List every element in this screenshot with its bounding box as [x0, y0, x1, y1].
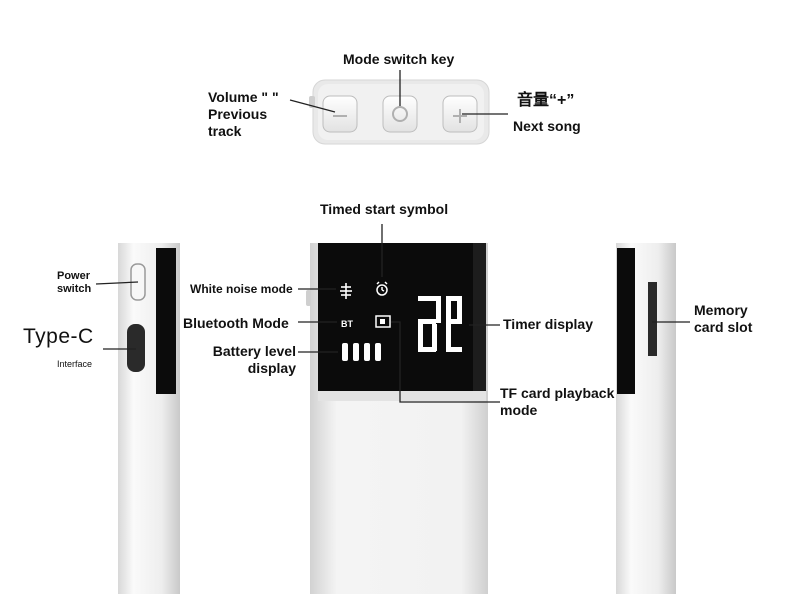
timer-digits [418, 296, 462, 352]
alarm-clock-icon [376, 281, 388, 296]
type-c-label: Type-C [23, 325, 94, 348]
previous-track-label-line2: track [208, 123, 242, 139]
battery-level-label-line1: Battery level [212, 343, 296, 359]
timed-start-symbol-label: Timed start symbol [320, 201, 449, 217]
battery-level-bars [342, 343, 381, 361]
right-side-view [616, 243, 676, 594]
next-song-label: Next song [513, 118, 581, 134]
mode-switch-key-label: Mode switch key [343, 51, 455, 67]
white-noise-icon [340, 283, 352, 299]
minus-button[interactable] [322, 95, 358, 133]
memory-card-label-line2: card slot [694, 319, 753, 335]
timer-display-label: Timer display [503, 316, 594, 332]
left-side-view [118, 243, 180, 594]
power-switch-label-line2: switch [57, 283, 92, 295]
previous-track-label-line1: Previous [208, 106, 268, 122]
leader-lines [95, 70, 690, 403]
white-noise-mode-label: White noise mode [190, 282, 293, 296]
button-panel [309, 79, 490, 145]
type-c-port [127, 324, 145, 372]
bluetooth-text: BT [341, 319, 353, 329]
volume-plus-label: 音量“+” [517, 92, 575, 109]
tf-card-label-line1: TF card playback [500, 385, 615, 401]
power-switch-label-line1: Power [57, 270, 91, 282]
tf-card-icon [375, 315, 391, 328]
tf-card-label-line2: mode [500, 402, 538, 418]
bluetooth-mode-label: Bluetooth Mode [183, 315, 289, 331]
volume-minus-label: Volume " " [208, 89, 279, 105]
memory-card-slot [648, 282, 657, 356]
front-view: BT [306, 243, 488, 594]
battery-level-label-line2: display [247, 360, 296, 376]
interface-label: Interface [57, 359, 93, 369]
memory-card-label-line1: Memory [694, 302, 748, 318]
